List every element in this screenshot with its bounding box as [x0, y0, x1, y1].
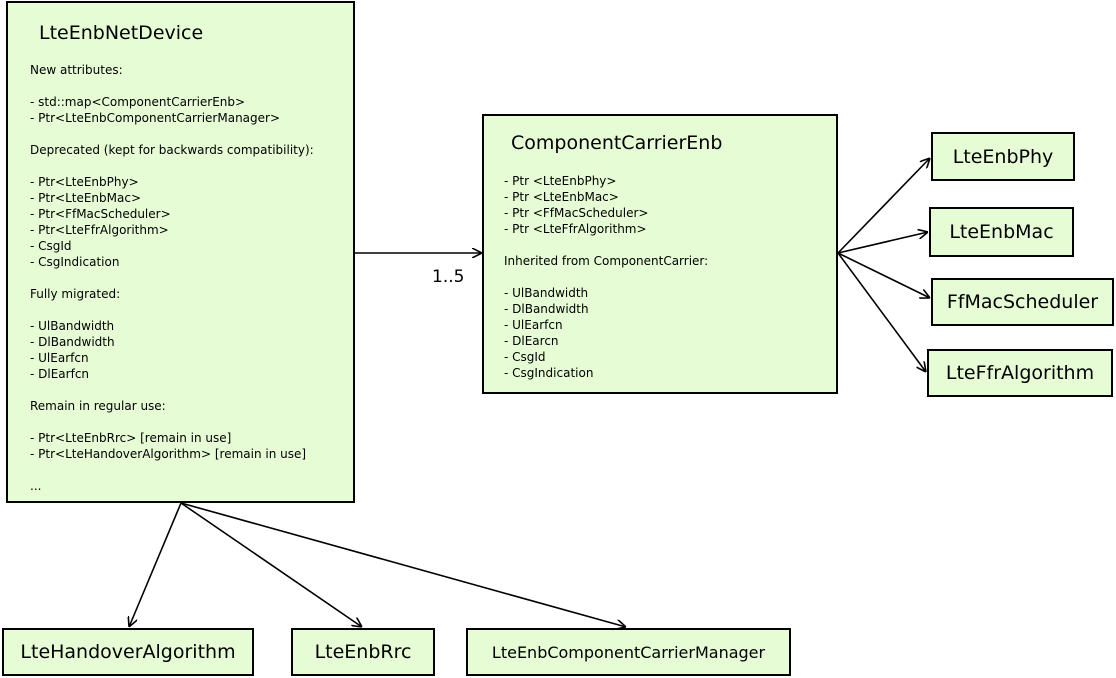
attr-line: - DlEarfcn: [30, 367, 90, 381]
lte-enb-mac-box: LteEnbMac: [929, 207, 1074, 257]
arrow-cc-to-scheduler: [837, 252, 930, 298]
attr-line: [30, 302, 314, 318]
attr-line: - Ptr <LteFfrAlgorithm>: [504, 222, 647, 236]
attr-line: - Ptr<LteFfrAlgorithm>: [30, 223, 169, 237]
arrow-device-to-cc-manager: [180, 502, 626, 627]
attr-line: [30, 270, 314, 286]
attr-line: - std::map<ComponentCarrierEnb>: [30, 95, 246, 109]
attr-line: - Ptr<LteEnbComponentCarrierManager>: [30, 111, 281, 125]
attr-line: - Ptr<LteHandoverAlgorithm> [remain in u…: [30, 447, 307, 461]
lte-enb-component-carrier-manager-box: LteEnbComponentCarrierManager: [466, 628, 791, 676]
attr-line: - Ptr<LteEnbRrc> [remain in use]: [30, 431, 232, 445]
arrow-cc-to-mac: [837, 232, 928, 254]
attr-line: - DlEarcn: [504, 334, 559, 348]
attr-line: - CsgIndication: [30, 255, 120, 269]
multiplicity-label: 1..5: [432, 267, 465, 287]
attr-line: - Ptr<LteEnbPhy>: [30, 175, 139, 189]
ff-mac-scheduler-box: FfMacScheduler: [931, 278, 1114, 326]
enb-net-device-title: LteEnbNetDevice: [39, 22, 204, 44]
component-carrier-enb-title: ComponentCarrierEnb: [511, 132, 723, 154]
attr-line: [30, 462, 314, 478]
attr-line: - UlEarfcn: [504, 318, 563, 332]
attr-line: Remain in regular use:: [30, 399, 166, 413]
attr-line: - UlEarfcn: [30, 351, 89, 365]
attr-line: [30, 78, 314, 94]
lte-handover-algorithm-box: LteHandoverAlgorithm: [2, 628, 254, 676]
enb-net-device-attributes: New attributes: - std::map<ComponentCarr…: [30, 62, 314, 494]
arrow-cc-to-phy: [837, 158, 930, 254]
attr-line: [504, 237, 708, 253]
lte-enb-rrc-box: LteEnbRrc: [291, 628, 435, 676]
component-carrier-enb-attributes: - Ptr <LteEnbPhy> - Ptr <LteEnbMac> - Pt…: [504, 173, 708, 381]
attr-line: [30, 382, 314, 398]
attr-line: - CsgIndication: [504, 366, 594, 380]
enb-net-device-box: LteEnbNetDevice New attributes: - std::m…: [6, 1, 355, 503]
attr-line: - CsgId: [504, 350, 546, 364]
attr-line: - Ptr <LteEnbPhy>: [504, 174, 617, 188]
attr-line: Inherited from ComponentCarrier:: [504, 254, 709, 268]
attr-line: - UlBandwidth: [30, 319, 115, 333]
arrow-cc-to-ffr: [837, 252, 926, 372]
attr-line: Deprecated (kept for backwards compatibi…: [30, 143, 314, 157]
attr-line: - DlBandwidth: [30, 335, 115, 349]
lte-enb-phy-box: LteEnbPhy: [931, 132, 1075, 181]
attr-line: - DlBandwidth: [504, 302, 589, 316]
attr-line: - UlBandwidth: [504, 286, 589, 300]
component-carrier-enb-box: ComponentCarrierEnb - Ptr <LteEnbPhy> - …: [482, 114, 838, 394]
attr-line: - Ptr<LteEnbMac>: [30, 191, 142, 205]
attr-line: - Ptr <LteEnbMac>: [504, 190, 619, 204]
arrow-device-to-rrc: [180, 502, 362, 627]
attr-line: - Ptr<FfMacScheduler>: [30, 207, 171, 221]
attr-line: ...: [30, 479, 42, 493]
attr-line: [504, 269, 708, 285]
arrow-device-to-handover: [129, 502, 182, 627]
attr-line: - CsgId: [30, 239, 72, 253]
attr-line: Fully migrated:: [30, 287, 121, 301]
attr-line: [30, 414, 314, 430]
attr-line: [30, 158, 314, 174]
attr-line: - Ptr <FfMacScheduler>: [504, 206, 649, 220]
lte-ffr-algorithm-box: LteFfrAlgorithm: [927, 349, 1113, 397]
attr-line: New attributes:: [30, 63, 123, 77]
attr-line: [30, 126, 314, 142]
